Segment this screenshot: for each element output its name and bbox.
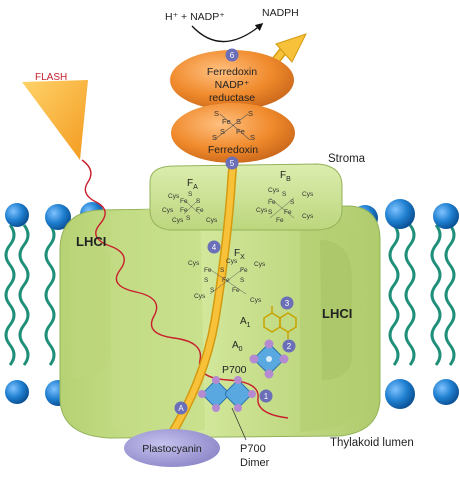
step-badge-4: 4: [207, 240, 221, 254]
svg-text:S: S: [204, 277, 209, 284]
svg-text:6: 6: [230, 51, 235, 60]
svg-text:Fe: Fe: [268, 199, 276, 206]
fb-cluster: Cys Cys S Fe S S Fe Fe Cys Cys: [256, 187, 314, 224]
svg-text:Cys: Cys: [168, 193, 180, 200]
fa-label: FA: [187, 178, 198, 191]
electron-path-arrowhead: [275, 33, 307, 63]
fnr-label-line2: NADP⁺: [215, 79, 250, 91]
fx-cluster: Cys Cys Cys Fe S Fe S Fe S S Fe Cys Cys: [188, 258, 266, 304]
svg-text:S: S: [186, 215, 191, 222]
step-badge-5: 5: [225, 156, 239, 170]
svg-text:Fe: Fe: [180, 207, 188, 214]
svg-text:Fe: Fe: [222, 117, 231, 126]
plastocyanin-protein: [124, 429, 220, 467]
fnr-label-line1: Ferredoxin: [207, 66, 257, 78]
a1-label: A1: [240, 316, 251, 329]
svg-text:S: S: [220, 127, 225, 136]
svg-text:S: S: [188, 191, 193, 198]
svg-text:Cys: Cys: [162, 207, 174, 214]
svg-text:Cys: Cys: [188, 260, 200, 267]
svg-text:Fe: Fe: [284, 209, 292, 216]
ferredoxin-label: Ferredoxin: [208, 144, 258, 156]
plastocyanin-label: Plastocyanin: [142, 443, 202, 455]
flash-excitation-path: [81, 159, 289, 419]
svg-text:S: S: [268, 209, 273, 216]
svg-text:4: 4: [212, 243, 217, 252]
svg-text:Cys: Cys: [268, 187, 280, 194]
svg-text:Cys: Cys: [254, 261, 266, 268]
svg-text:Cys: Cys: [226, 258, 238, 265]
svg-text:Fe: Fe: [276, 217, 284, 224]
stroma-label: Stroma: [328, 153, 366, 165]
svg-text:Cys: Cys: [172, 217, 184, 224]
svg-text:Cys: Cys: [256, 207, 268, 214]
svg-text:S: S: [196, 198, 201, 205]
a0-chlorophyll: [249, 339, 289, 379]
svg-text:Fe: Fe: [204, 267, 212, 274]
svg-text:Cys: Cys: [194, 293, 206, 300]
stromal-cap: [149, 163, 343, 231]
svg-text:S: S: [240, 277, 245, 284]
svg-text:S: S: [214, 109, 219, 118]
ferredoxin-protein: [171, 103, 295, 163]
fnr-enzyme: [170, 50, 294, 110]
fa-cluster: Cys Cys S Fe S Fe Fe S Cys Cys: [162, 191, 218, 224]
p700-dimer-leader: [231, 407, 247, 441]
svg-text:Fe: Fe: [180, 198, 188, 205]
reaction-product: NADPH: [262, 7, 299, 19]
svg-text:3: 3: [285, 299, 290, 308]
step-badge-3: 3: [280, 296, 294, 310]
photosystem-protein-complex: [59, 205, 381, 439]
a0-label: A0: [232, 340, 243, 353]
flash-label: FLASH: [35, 72, 67, 83]
p700-label: P700: [222, 364, 247, 376]
fnr-label-line3: reductase: [209, 92, 255, 104]
reaction-arrow: [191, 22, 264, 43]
step-badge-a: A: [174, 401, 188, 415]
svg-text:Fe: Fe: [240, 267, 248, 274]
a1-quinone: [263, 306, 297, 339]
p700-dimer-label-line1: P700: [240, 443, 266, 455]
flash-light-cone: [22, 80, 88, 160]
step-badge-6: 6: [225, 48, 239, 62]
thylakoid-lumen-label: Thylakoid lumen: [330, 437, 414, 449]
svg-text:S: S: [248, 109, 253, 118]
lhc-right-label: LHCI: [322, 306, 352, 321]
lhc-left-label: LHCI: [76, 234, 106, 249]
svg-text:S: S: [290, 199, 295, 206]
svg-text:1: 1: [264, 392, 269, 401]
p700-dimer-label-line2: Dimer: [240, 457, 270, 469]
step-badge-2: 2: [282, 339, 296, 353]
svg-text:Cys: Cys: [250, 297, 262, 304]
svg-text:5: 5: [230, 159, 235, 168]
step-badge-1: 1: [259, 389, 273, 403]
fx-label: FX: [234, 248, 245, 261]
fb-label: FB: [280, 170, 291, 183]
svg-text:Cys: Cys: [206, 217, 218, 224]
svg-text:Cys: Cys: [302, 213, 314, 220]
svg-text:S: S: [212, 133, 217, 142]
ferredoxin-cluster: S S Fe S S Fe S S: [212, 109, 255, 142]
svg-text:S: S: [282, 191, 287, 198]
svg-text:S: S: [250, 133, 255, 142]
svg-text:A: A: [178, 404, 184, 413]
svg-text:S: S: [210, 287, 215, 294]
p700-dimer: [198, 376, 256, 412]
reaction-substrates: H⁺ + NADP⁺: [165, 11, 225, 23]
svg-text:2: 2: [287, 342, 292, 351]
svg-text:Fe: Fe: [196, 207, 204, 214]
svg-text:Fe: Fe: [232, 287, 240, 294]
svg-text:Cys: Cys: [302, 191, 314, 198]
svg-text:S: S: [220, 267, 225, 274]
